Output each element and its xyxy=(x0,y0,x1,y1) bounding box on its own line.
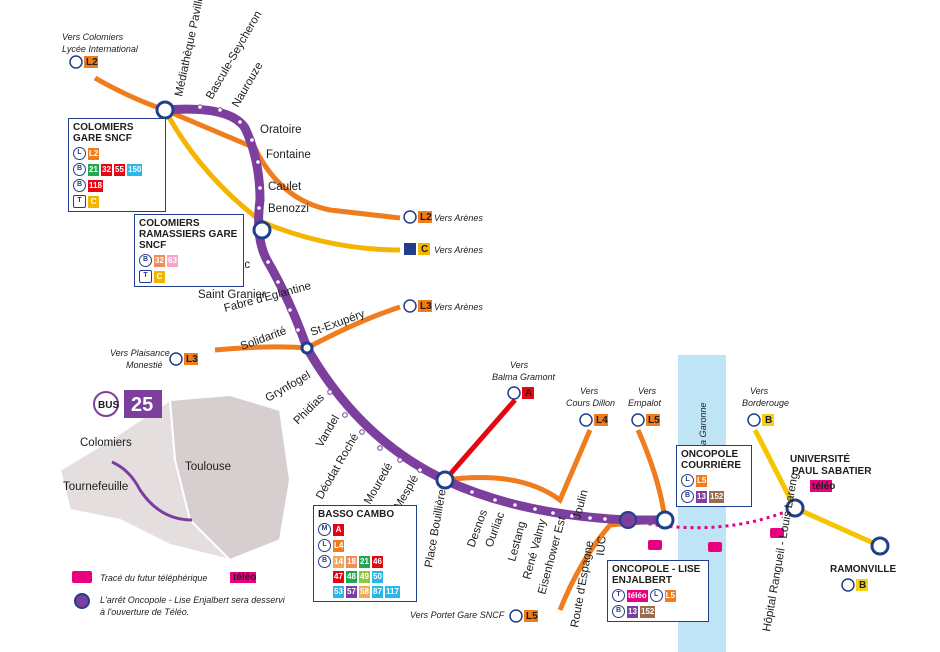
line-25-badge: BUS 25 xyxy=(93,390,162,418)
metro-icon: M xyxy=(318,523,331,536)
river-label: La Garonne xyxy=(698,402,708,450)
svg-text:téléo: téléo xyxy=(233,572,256,583)
teleo-badge xyxy=(810,480,832,492)
stop-dots xyxy=(197,104,608,522)
line-metro-a xyxy=(443,398,517,482)
svg-text:Vers Plaisance: Vers Plaisance xyxy=(110,348,170,358)
stop-label: Oratoire xyxy=(260,124,302,136)
connection-badges: L2 L2 C L3 L3 A L4 L5 B L5 xyxy=(69,55,774,623)
svg-text:L4: L4 xyxy=(596,415,608,426)
svg-text:Empalot: Empalot xyxy=(628,398,662,408)
bus-25-route xyxy=(160,104,670,525)
line-l4 xyxy=(444,429,593,504)
hub-title: COLOMIERS GARE SNCF xyxy=(73,122,134,144)
stop-label: Phidias xyxy=(292,392,327,427)
svg-text:Vers: Vers xyxy=(750,386,769,396)
univ-title-1: UNIVERSITÉ xyxy=(790,452,850,465)
bus-icon: B xyxy=(73,179,86,192)
svg-text:Vers Arènes: Vers Arènes xyxy=(434,213,483,223)
teleo-cabins xyxy=(648,528,784,552)
stop-label: Caulet xyxy=(268,181,302,193)
svg-text:Vers: Vers xyxy=(510,360,529,370)
svg-text:Vers Arènes: Vers Arènes xyxy=(434,245,483,255)
metro-icon xyxy=(841,578,855,592)
lise-enjalbert-stop xyxy=(619,511,637,529)
svg-text:L2: L2 xyxy=(420,212,432,223)
tram-icon: L xyxy=(681,474,694,487)
svg-text:25: 25 xyxy=(131,394,153,416)
svg-text:C: C xyxy=(421,244,428,255)
tram-icon: L xyxy=(318,539,331,552)
stop-label: Grynfogel xyxy=(264,369,313,404)
stop-label: Benozzi xyxy=(268,203,309,215)
cable-stop-label: Hôpital Rangueil - Louis Lareng xyxy=(761,472,801,633)
tram-icon: L xyxy=(73,147,86,160)
svg-text:L2: L2 xyxy=(86,57,98,68)
train-icon: T xyxy=(73,195,86,208)
svg-text:Toulouse: Toulouse xyxy=(185,461,231,473)
stop-label: Naurouze xyxy=(230,60,265,109)
stop-label: Saint Granier xyxy=(198,289,266,301)
train-icon: T xyxy=(139,270,152,283)
ramonville-label: RAMONVILLE xyxy=(830,564,896,575)
svg-text:téléo: téléo xyxy=(812,481,835,492)
svg-text:Monestié: Monestié xyxy=(126,360,163,370)
connection-labels: Vers Colomiers Lycée International Vers … xyxy=(62,32,789,620)
bus-icon: B xyxy=(318,555,331,568)
l2-badge: L2 xyxy=(88,147,100,160)
stop-label: Médiathèque Pavillon Blanc xyxy=(173,0,214,98)
svg-text:Tracé du futur téléphérique: Tracé du futur téléphérique xyxy=(100,573,207,583)
teleo-icon: T xyxy=(612,589,625,602)
svg-text:à l'ouverture de Téléo.: à l'ouverture de Téléo. xyxy=(100,607,189,617)
bus-icon: B xyxy=(73,163,86,176)
svg-text:L3: L3 xyxy=(420,301,432,312)
svg-text:Lycée International: Lycée International xyxy=(62,44,139,54)
svg-text:B: B xyxy=(859,580,866,591)
svg-text:Tournefeuille: Tournefeuille xyxy=(63,481,128,493)
stop-label: Bascule-Seycheron xyxy=(204,9,264,101)
bus-icon: B xyxy=(139,254,152,267)
stop-label: IUC xyxy=(595,535,609,556)
stop-label: Place Bouillière xyxy=(423,488,449,568)
stop-label: Vandel xyxy=(314,413,342,449)
svg-text:Vers Portet Gare SNCF: Vers Portet Gare SNCF xyxy=(410,610,505,620)
stop-label: Mouredé xyxy=(362,461,395,506)
svg-text:Borderouge: Borderouge xyxy=(742,398,789,408)
stop-label: Lestang xyxy=(506,520,528,563)
svg-text:Vers Arènes: Vers Arènes xyxy=(434,302,483,312)
svg-text:BUS: BUS xyxy=(98,400,119,411)
mini-map: Colomiers Toulouse Tournefeuille xyxy=(58,393,292,562)
svg-text:Cours Dillon: Cours Dillon xyxy=(566,398,615,408)
svg-text:Balma Gramont: Balma Gramont xyxy=(492,372,556,382)
svg-text:L3: L3 xyxy=(186,354,198,365)
line-l2-arenes xyxy=(252,146,401,221)
legend: Tracé du futur téléphérique téléo L'arrê… xyxy=(72,571,286,617)
svg-text:Vers: Vers xyxy=(638,386,657,396)
svg-text:Vers Colomiers: Vers Colomiers xyxy=(62,32,124,42)
metro-b-badge xyxy=(856,579,868,591)
univ-title-2: PAUL SABATIER xyxy=(792,466,872,477)
svg-text:B: B xyxy=(765,415,772,426)
svg-text:Vers: Vers xyxy=(580,386,599,396)
svg-text:L5: L5 xyxy=(526,611,538,622)
svg-text:L'arrêt Oncopole - Lise Enjalb: L'arrêt Oncopole - Lise Enjalbert sera d… xyxy=(100,595,286,605)
svg-text:A: A xyxy=(525,388,532,399)
bus-icon: B xyxy=(681,490,694,503)
bus-icon: B xyxy=(612,605,625,618)
tram-icon: L xyxy=(649,589,663,602)
svg-text:L5: L5 xyxy=(648,415,660,426)
svg-text:Colomiers: Colomiers xyxy=(80,437,132,449)
hub-circles xyxy=(155,100,890,556)
stop-label: Fontaine xyxy=(266,149,311,161)
hub-ramassiers: COLOMIERS RAMASSIERS GARE SNCF B 32 63 T… xyxy=(134,214,244,287)
